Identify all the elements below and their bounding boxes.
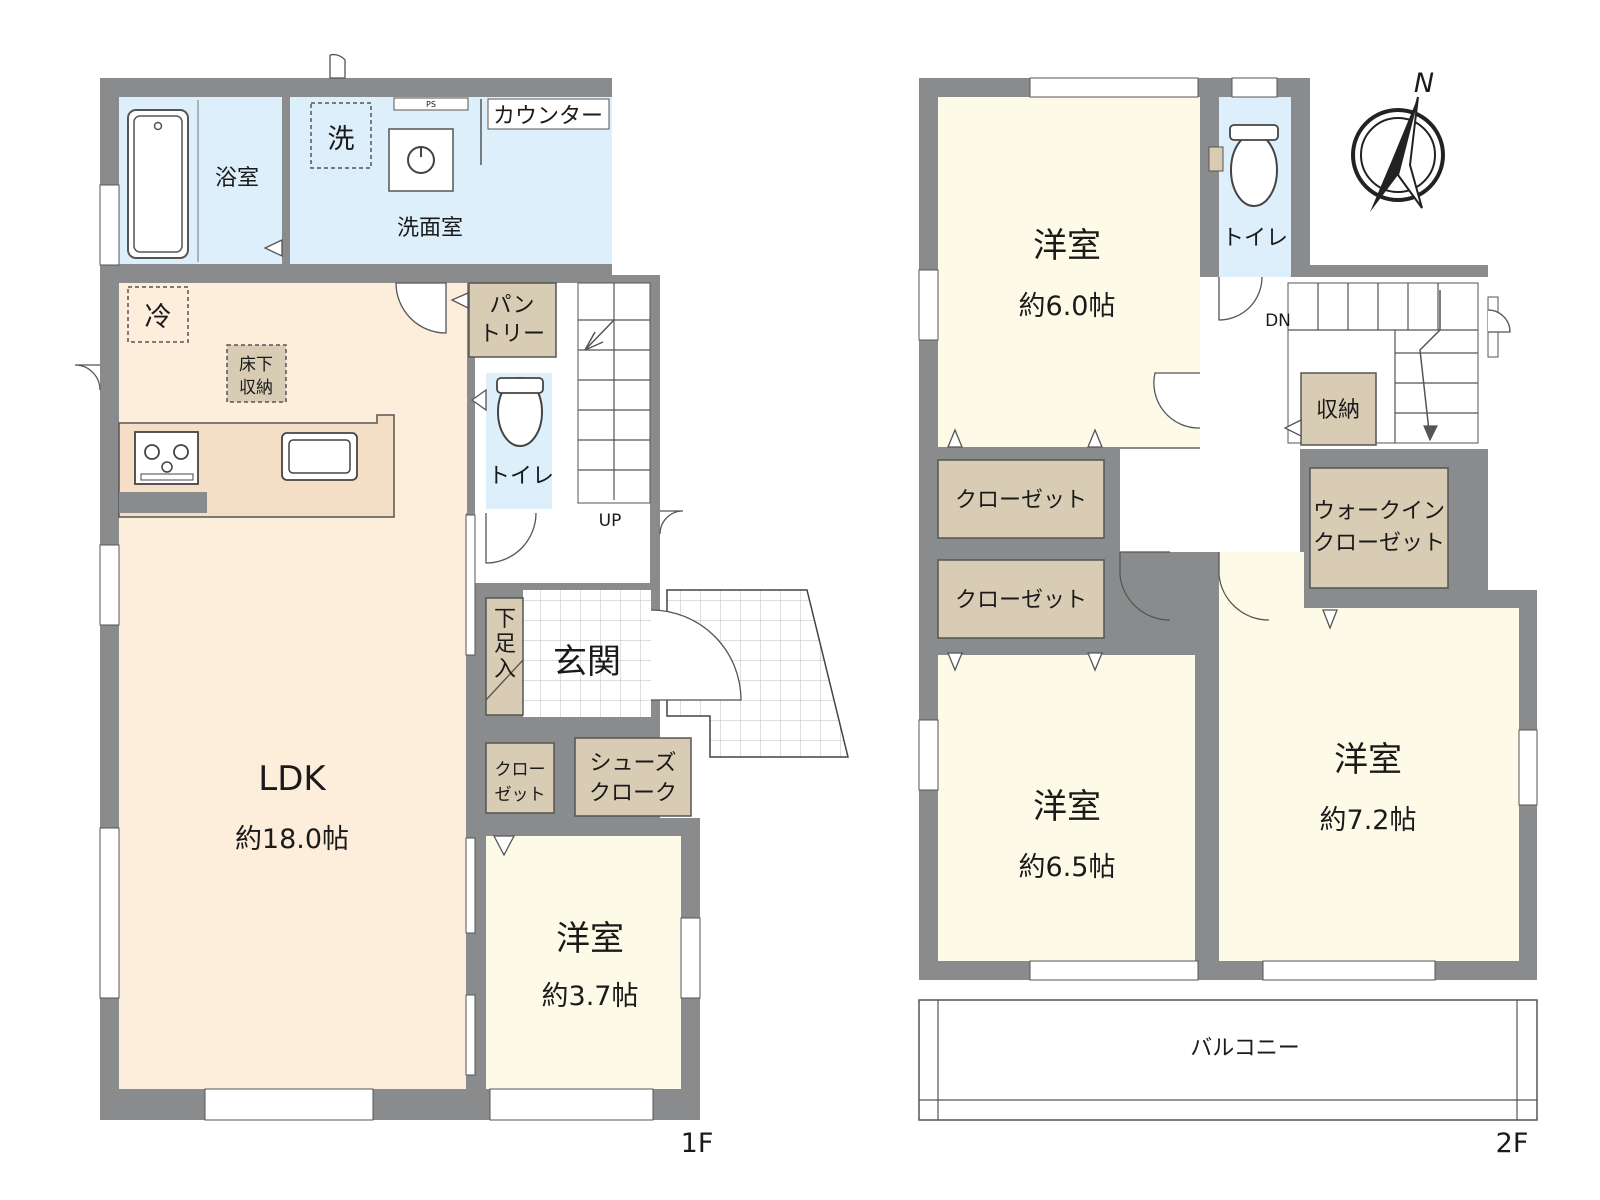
bathtub-icon — [127, 109, 189, 259]
western3-area — [938, 655, 1195, 961]
up-label: UP — [599, 511, 622, 531]
shoes-cloak-area — [574, 737, 692, 817]
bathroom-label: 浴室 — [215, 166, 259, 191]
sink-icon — [388, 128, 454, 192]
underfloor-label-2: 収納 — [239, 378, 273, 398]
western3-name-label: 洋室 — [1033, 787, 1101, 827]
washer-icon — [310, 102, 372, 169]
dn-label: DN — [1265, 311, 1291, 331]
closet1-label-2: ゼット — [495, 785, 546, 805]
toilet1-label: トイレ — [488, 464, 554, 489]
balcony-label: バルコニー — [1190, 1036, 1300, 1061]
entrance-label: 玄関 — [553, 642, 621, 682]
labels-floor2: 洋室 約6.0帖 トイレ DN 収納 クローゼット クローゼット ウォークイン … — [955, 68, 1528, 1159]
counter-label: カウンター — [493, 104, 603, 129]
compass-north-label: N — [1414, 68, 1434, 99]
labels-floor1: 浴室 洗面室 カウンター 洗 PS 冷 パン トリー 床下 収納 トイレ UP … — [145, 100, 714, 1159]
western4-name-label: 洋室 — [1334, 740, 1402, 780]
pantry-area — [468, 282, 557, 358]
shoe-box-area — [485, 597, 524, 716]
closet1-area — [485, 742, 555, 814]
closet1-label-1: クロー — [495, 760, 546, 780]
western1-size-label: 約3.7帖 — [542, 981, 639, 1012]
shoe-box-label-2: 足 — [494, 632, 516, 657]
floor1-level-label: 1F — [681, 1128, 714, 1159]
shoes-cloak-label-1: シューズ — [590, 751, 677, 776]
toilet2-label: トイレ — [1222, 226, 1288, 251]
porch — [666, 589, 849, 758]
wic-label-1: ウォークイン — [1313, 499, 1445, 524]
ldk-size-label: 約18.0帖 — [235, 824, 349, 855]
ps-label: PS — [426, 100, 436, 109]
stairs-treads — [578, 283, 650, 500]
stove-icon — [134, 431, 199, 485]
western1-name-label: 洋室 — [556, 919, 624, 959]
ldk-living-area — [119, 513, 466, 1089]
entrance-area — [523, 590, 651, 717]
washroom-label: 洗面室 — [397, 216, 463, 241]
western1-area — [486, 836, 681, 1089]
pantry-label-2: トリー — [479, 322, 545, 347]
floor2-level-label: 2F — [1496, 1128, 1529, 1159]
counter-box — [487, 98, 610, 130]
closet2a-area — [937, 459, 1105, 539]
hall2b-area — [1120, 449, 1300, 552]
compass-north-icon — [1351, 96, 1445, 212]
fridge-label: 冷 — [145, 302, 172, 333]
pantry-label-1: パン — [489, 293, 534, 318]
western4-size-label: 約7.2帖 — [1320, 805, 1417, 836]
shoes-cloak-label-2: クローク — [589, 781, 677, 806]
ldk-name-label: LDK — [258, 759, 327, 799]
underfloor-label-1: 床下 — [239, 355, 273, 375]
closet2a-label: クローゼット — [955, 488, 1087, 513]
storage2-label: 収納 — [1316, 398, 1360, 423]
washer-label: 洗 — [328, 124, 355, 155]
shoe-box-label-3: 入 — [494, 657, 516, 682]
western3-size-label: 約6.5帖 — [1019, 852, 1116, 883]
fridge-icon — [127, 286, 189, 343]
toilet2-bowl-icon — [1230, 133, 1278, 207]
wic-label-2: クローゼット — [1313, 531, 1445, 556]
western4-area — [1219, 608, 1519, 961]
shoe-box-label-1: 下 — [494, 607, 516, 632]
storage2-area — [1300, 372, 1377, 446]
kitchen-sink-icon — [281, 432, 358, 481]
western2-name-label: 洋室 — [1033, 226, 1101, 266]
closet2b-area — [937, 559, 1105, 639]
ps-box — [393, 97, 469, 111]
wic-area — [1309, 467, 1449, 589]
western2-size-label: 約6.0帖 — [1019, 291, 1116, 322]
floor-2 — [918, 77, 1538, 1121]
underfloor-storage — [226, 344, 287, 403]
closet2b-label: クローゼット — [955, 588, 1087, 613]
stairs2-treads — [1288, 283, 1478, 443]
floor-1 — [74, 53, 849, 1121]
